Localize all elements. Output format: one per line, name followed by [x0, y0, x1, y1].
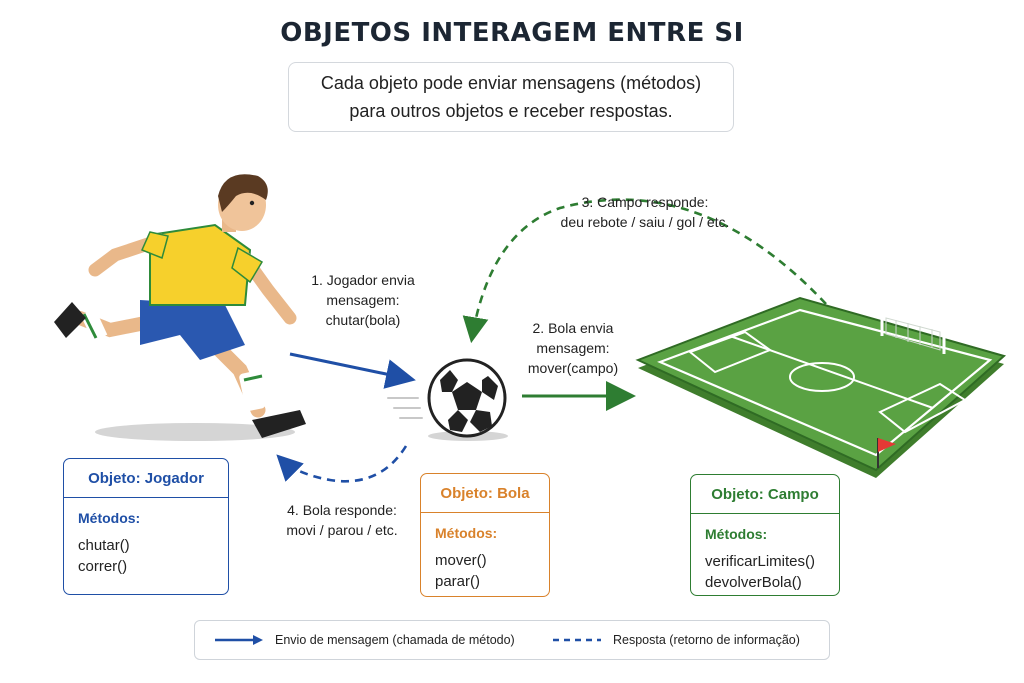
method-item: correr() — [78, 558, 128, 575]
corner-flag-icon — [877, 438, 896, 468]
legend-send-label: Envio de mensagem (chamada de método) — [275, 633, 515, 647]
object-title-campo: Objeto: Campo — [691, 475, 839, 514]
arrow-reply-3 — [462, 198, 827, 344]
arrow-reply-4 — [276, 445, 408, 483]
object-title-jogador: Objeto: Jogador — [64, 459, 228, 498]
method-item: parar() — [435, 573, 481, 590]
subtitle-box: Cada objeto pode enviar mensagens (métod… — [288, 62, 734, 132]
object-box-campo: Objeto: Campo Métodos: verificarLimites(… — [690, 474, 840, 596]
object-box-bola: Objeto: Bola Métodos: mover() parar() — [420, 473, 550, 597]
ball-illustration — [387, 358, 508, 441]
legend: Envio de mensagem (chamada de método) Re… — [194, 620, 830, 660]
arrow-send-1 — [289, 352, 416, 389]
method-item: devolverBola() — [705, 574, 802, 591]
methods-label-campo: Métodos: — [705, 526, 768, 542]
methods-label-jogador: Métodos: — [78, 510, 141, 526]
goal-illustration — [880, 312, 946, 354]
legend-item-reply: Resposta (retorno de informação) — [551, 621, 800, 659]
dashed-line-icon — [553, 638, 601, 642]
subtitle-line-1: Cada objeto pode enviar mensagens (métod… — [320, 73, 702, 93]
solid-arrow-icon — [215, 635, 263, 645]
method-item: verificarLimites() — [705, 553, 816, 570]
step-3-label: 3. Campo responde:deu rebote / saiu / go… — [560, 194, 730, 230]
page-title: OBJETOS INTERAGEM ENTRE SI — [280, 18, 744, 48]
player-illustration — [54, 174, 306, 441]
step-4-label: 4. Bola responde:movi / parou / etc. — [286, 502, 398, 538]
method-item: mover() — [435, 552, 487, 569]
object-title-bola: Objeto: Bola — [421, 474, 549, 513]
method-item: chutar() — [78, 537, 130, 554]
methods-label-bola: Métodos: — [435, 525, 498, 541]
legend-reply-label: Resposta (retorno de informação) — [613, 633, 800, 647]
subtitle-line-2: para outros objetos e receber respostas. — [349, 101, 673, 121]
field-illustration — [635, 296, 1007, 478]
object-box-jogador: Objeto: Jogador Métodos: chutar() correr… — [63, 458, 229, 595]
legend-item-send: Envio de mensagem (chamada de método) — [213, 621, 515, 659]
